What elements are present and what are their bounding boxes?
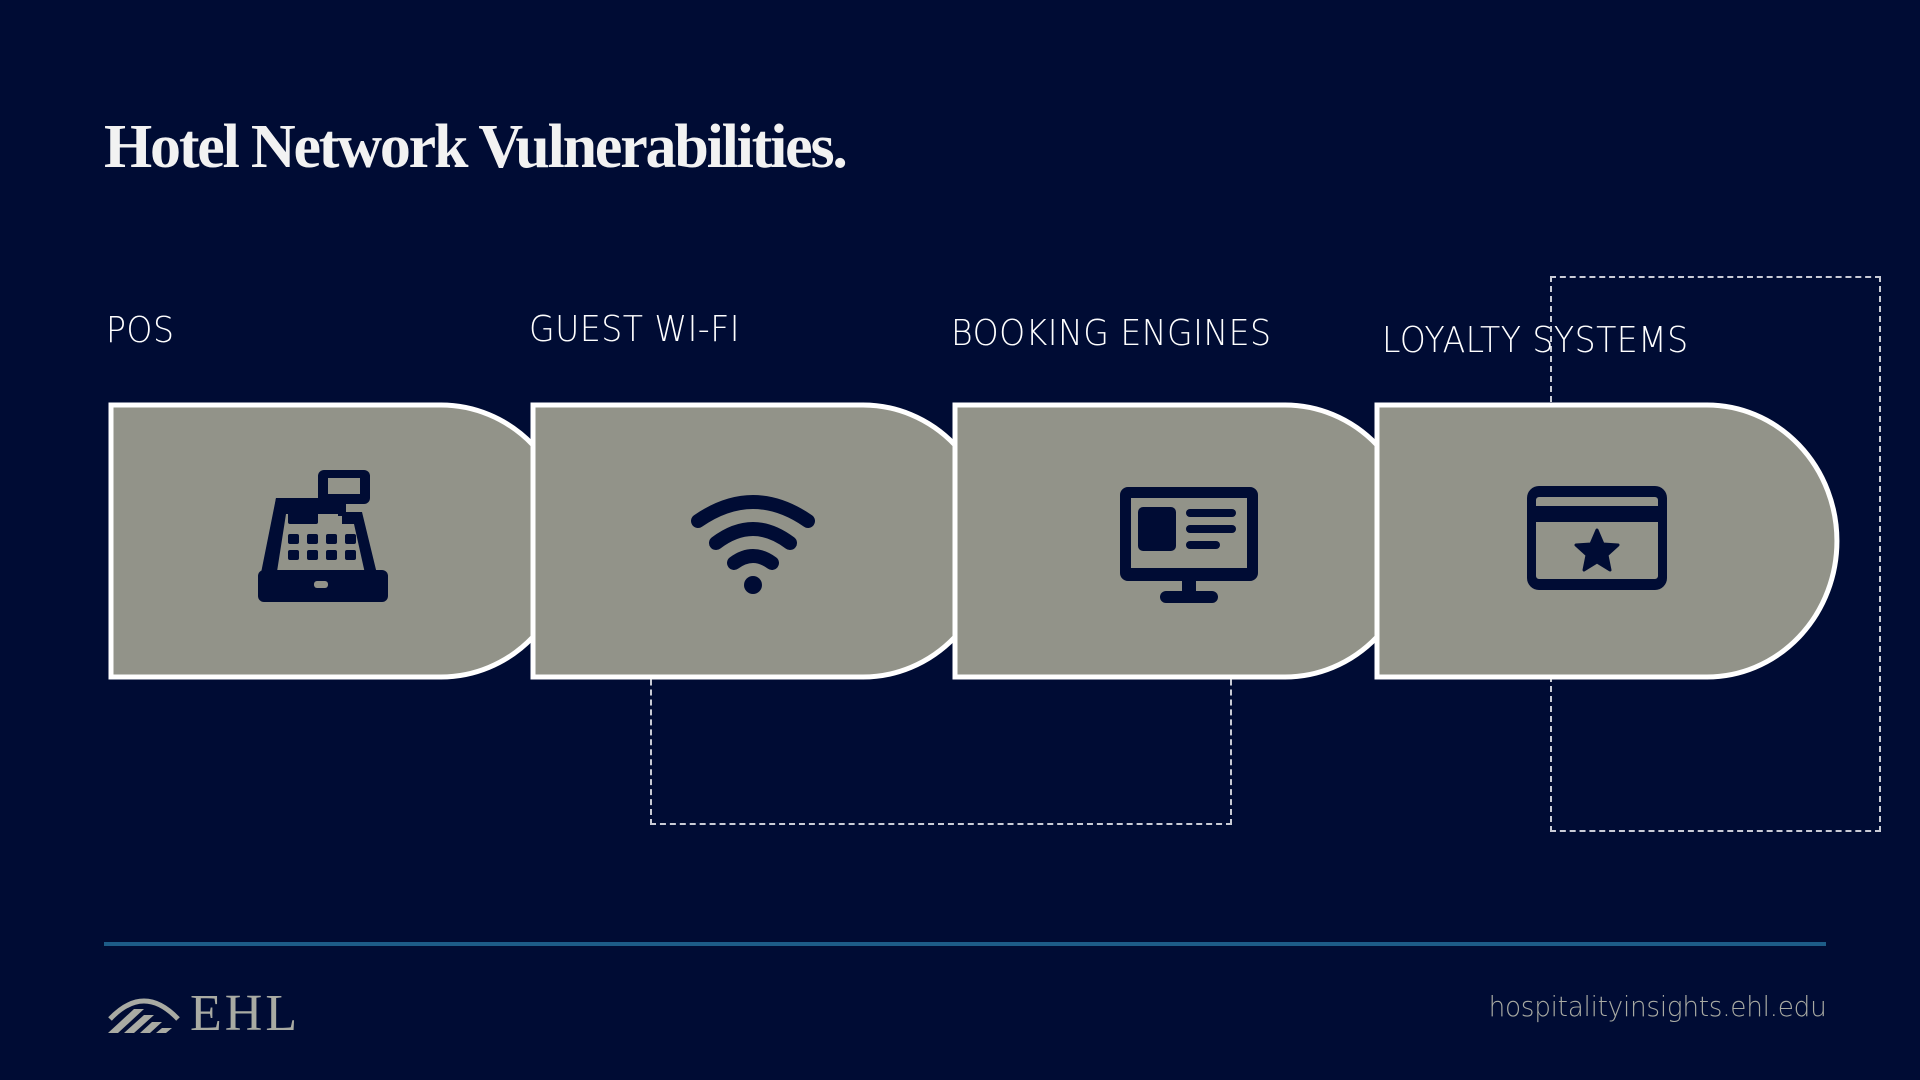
ehl-logo[interactable]: EHL: [106, 988, 300, 1040]
step-label-loyalty-systems: LOYALTY SYSTEMS: [1382, 320, 1689, 361]
footer-divider: [104, 942, 1826, 946]
step-label-pos: POS: [106, 310, 175, 351]
monitor-icon: [1120, 487, 1258, 603]
loyalty-card-star-icon: [1527, 486, 1667, 590]
wifi-icon: [691, 495, 815, 594]
ehl-logo-mark-icon: [108, 998, 180, 1033]
step-shape-loyalty-systems[interactable]: [1374, 402, 1840, 680]
step-label-guest-wifi: GUEST WI-FI: [529, 309, 740, 350]
step-label-booking-engines: BOOKING ENGINES: [951, 313, 1272, 354]
cash-register-icon: [258, 470, 388, 602]
ehl-logo-text: EHL: [190, 985, 301, 1042]
footer-url-link[interactable]: hospitalityinsights.ehl.edu: [1488, 990, 1826, 1023]
page-title: Hotel Network Vulnerabilities.: [104, 113, 848, 181]
